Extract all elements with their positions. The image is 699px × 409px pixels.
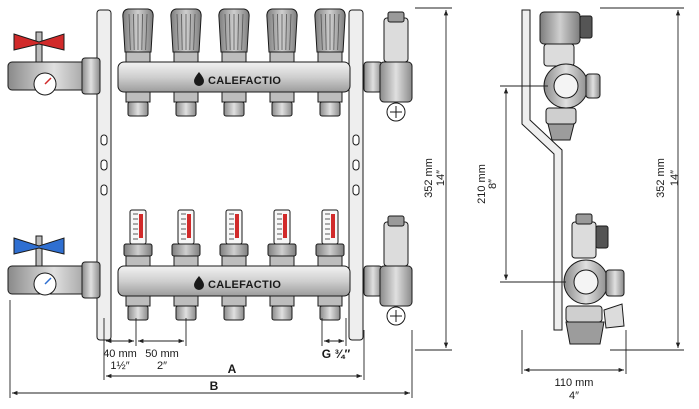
flow-meters xyxy=(123,209,345,267)
top-outlet-nuts xyxy=(125,91,343,117)
top-outlet-2 xyxy=(173,91,199,117)
depth-metric: 110 mm xyxy=(555,377,594,389)
height-front-metric: 352 mm xyxy=(423,158,435,198)
height-side-metric: 352 mm xyxy=(655,158,667,198)
flow-meter-4 xyxy=(267,209,297,267)
outlet-spacing-imperial: 2″ xyxy=(157,360,167,372)
end-offset-metric: 40 mm xyxy=(103,348,137,360)
top-outlet-3 xyxy=(221,91,247,117)
side-bracket-profile xyxy=(521,9,563,331)
bottom-outlet-4 xyxy=(269,295,295,321)
flow-meter-2 xyxy=(171,209,201,267)
top-ball-valve xyxy=(7,31,101,96)
valve-cap-3 xyxy=(218,8,250,63)
front-dimensions: 352 mm 14″ 40 mm 1½″ 50 mm 2″ G ¾″ A B xyxy=(9,7,452,398)
valve-cap-2 xyxy=(170,8,202,63)
side-dimensions: 210 mm 8″ 352 mm 14″ 110 mm 4″ xyxy=(476,7,684,402)
mounting-bracket-right xyxy=(348,9,364,341)
bottom-end-fitting xyxy=(363,215,413,326)
bottom-outlet-nuts xyxy=(125,295,343,321)
bottom-outlet-1 xyxy=(125,295,151,321)
bottom-outlet-3 xyxy=(221,295,247,321)
drop-logo-icon xyxy=(194,276,204,290)
flow-meter-1 xyxy=(123,209,153,267)
thread-size-label: G ¾″ xyxy=(322,347,351,361)
height-side-imperial: 14″ xyxy=(669,170,681,186)
top-manifold-bar: CALEFACTIO xyxy=(117,61,351,93)
bottom-outlet-2 xyxy=(173,295,199,321)
height-front-imperial: 14″ xyxy=(435,170,447,186)
butterfly-handle-icon xyxy=(13,33,65,51)
bottom-brand-label: CALEFACTIO xyxy=(208,279,281,291)
width-b-label: B xyxy=(210,379,219,393)
top-end-fitting xyxy=(363,11,413,122)
top-outlet-1 xyxy=(125,91,151,117)
front-view: CALEFACTIO CALEFACTIO xyxy=(7,8,413,341)
axis-distance-imperial: 8″ xyxy=(487,179,499,189)
top-outlet-4 xyxy=(269,91,295,117)
top-valve-caps xyxy=(122,8,346,63)
outlet-spacing-metric: 50 mm xyxy=(145,348,179,360)
top-outlet-5 xyxy=(317,91,343,117)
depth-imperial: 4″ xyxy=(569,390,579,402)
width-a-label: A xyxy=(228,362,237,376)
end-offset-imperial: 1½″ xyxy=(110,360,129,372)
bottom-outlet-5 xyxy=(317,295,343,321)
bottom-manifold-bar: CALEFACTIO xyxy=(117,265,351,297)
valve-cap-5 xyxy=(314,8,346,63)
drop-logo-icon xyxy=(194,72,204,86)
bottom-ball-valve xyxy=(7,235,101,299)
top-brand-label: CALEFACTIO xyxy=(208,75,281,87)
valve-cap-1 xyxy=(122,8,154,63)
axis-distance-metric: 210 mm xyxy=(476,164,488,204)
side-view xyxy=(521,9,625,345)
mounting-bracket-left xyxy=(96,9,112,341)
flow-meter-5 xyxy=(315,209,345,267)
valve-cap-4 xyxy=(266,8,298,63)
flow-meter-3 xyxy=(219,209,249,267)
butterfly-handle-icon xyxy=(13,237,65,255)
